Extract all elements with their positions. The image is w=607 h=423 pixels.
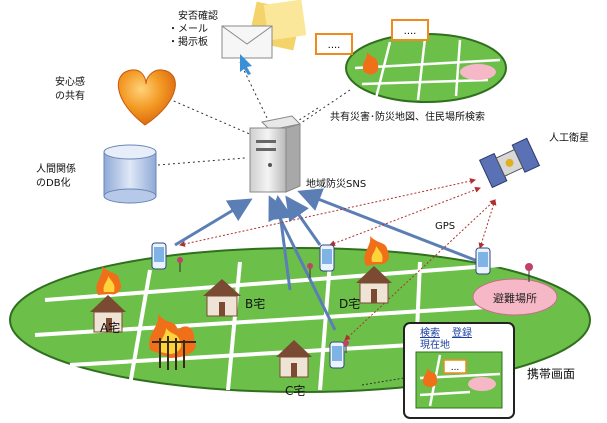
database-icon (103, 144, 157, 204)
inset-bubble: ... (451, 363, 460, 373)
heart-icon (117, 69, 176, 126)
satellite-icon (478, 137, 541, 189)
house-c (276, 340, 312, 378)
phone-register-link[interactable]: 登録 (452, 326, 472, 339)
phone-1 (151, 242, 183, 272)
mail-icon (221, 0, 307, 75)
phone-3 (475, 247, 491, 275)
gps-links (179, 178, 497, 341)
shared-map: .... .... (315, 19, 507, 103)
house-a (90, 266, 126, 333)
burning-trees (149, 314, 196, 370)
server-icon (249, 115, 302, 193)
map-bubble-2: .... (404, 26, 417, 37)
label-shared-map: 共有災害･防災地図、住民場所検索 (330, 112, 485, 123)
phone-4 (329, 340, 349, 369)
house-d (356, 236, 392, 304)
map-bubble-1: .... (328, 40, 341, 51)
label-phone-screen: 携帯画面 (527, 367, 576, 381)
label-gps: GPS (435, 221, 456, 232)
label-relations-2: のDB化 (36, 178, 71, 189)
label-house-b: B宅 (245, 297, 266, 311)
label-safety-check: 安否確認 (178, 11, 218, 22)
dashed-connectors (157, 61, 351, 166)
phone-location-label: 現在地 (420, 338, 450, 351)
label-bbs: ・掲示板 (168, 37, 208, 48)
phone-2 (307, 244, 335, 278)
label-reassurance-1: 安心感 (55, 77, 85, 88)
label-mail: ・メール (168, 24, 208, 35)
label-reassurance-2: の共有 (55, 91, 85, 102)
phone-search-link[interactable]: 検索 (420, 326, 440, 339)
label-satellite: 人工衛星 (549, 133, 589, 144)
house-b (203, 279, 241, 317)
evacuation-label: 避難場所 (493, 291, 537, 305)
label-relations-1: 人間関係 (36, 164, 76, 175)
label-house-d: D宅 (339, 297, 361, 311)
label-server: 地域防災SNS (306, 179, 367, 190)
label-house-c: C宅 (285, 384, 306, 398)
label-house-a: A宅 (100, 321, 121, 335)
phone-screen-inset: ... 検索 登録 現在地 (403, 322, 515, 419)
